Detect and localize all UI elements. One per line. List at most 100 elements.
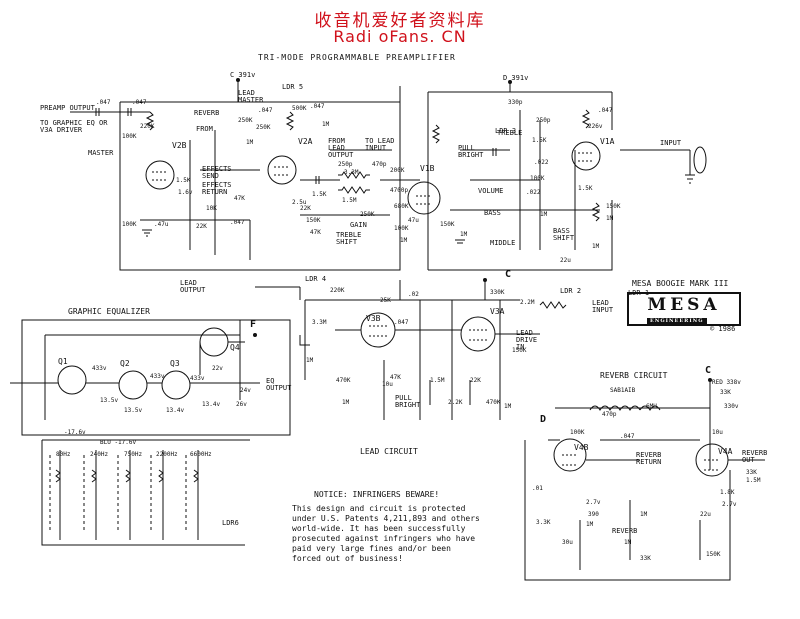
node-c-lead: C [505, 269, 512, 280]
eq-value: 433v [190, 375, 205, 382]
b-plus-rail-c [120, 80, 401, 103]
notice-line: forced out of business! [292, 554, 403, 563]
input-jack [660, 149, 695, 184]
bass-shift-label: BASS SHIFT [553, 227, 575, 242]
reverb-from-label: FROM [196, 125, 213, 133]
bass-pot-label: BASS [484, 209, 501, 217]
component-value: 1M [400, 237, 408, 244]
eq-value: BLU -17.6v [100, 439, 137, 446]
resistor [338, 186, 370, 194]
component-value: 1.5K [312, 191, 327, 198]
component-value: 2.2K [448, 399, 463, 406]
section-graphic-eq: GRAPHIC EQUALIZER [68, 307, 150, 316]
tube-v1a-envelope [571, 141, 601, 171]
eq-output-label: EQ OUTPUT [266, 377, 292, 392]
lead-b-plus [305, 280, 520, 301]
preamp-frame-left [119, 92, 429, 271]
transistor-q2-label: Q2 [120, 359, 130, 368]
component-value: 470K [486, 399, 501, 406]
component-value: 470p [602, 411, 617, 418]
eq-value: 13.5v [100, 397, 119, 404]
eq-value: 13.4v [166, 407, 185, 414]
component-value: 47K [234, 195, 245, 202]
component-value: .02 [408, 291, 419, 298]
component-value: 1.5K [578, 185, 593, 192]
node-dot [236, 78, 240, 82]
component-value: 330K [490, 289, 505, 296]
tube-v2a-envelope [267, 155, 297, 185]
preamp-output-sub-label: TO GRAPHIC EQ OR V3A DRIVER [40, 119, 108, 134]
eq-band-label: 240Hz [90, 451, 109, 458]
component-value: 33K [720, 389, 731, 396]
reverb-value: 6MH [646, 403, 657, 410]
component-value: 4700p [390, 187, 409, 194]
pull-bright-lead-label: PULL BRIGHT [395, 394, 421, 409]
component-value: 1.5M [430, 377, 445, 384]
eq-value: 22v [212, 365, 223, 372]
component-value: 1M [460, 231, 468, 238]
resistor [431, 124, 441, 144]
component-value: 220K [140, 123, 155, 130]
lead-output-line [255, 286, 301, 300]
notice-heading: NOTICE: INFRINGERS BEWARE! [314, 490, 440, 499]
eq-buffer [199, 341, 245, 375]
component-value: 100K [530, 175, 545, 182]
component-value: 250K [360, 211, 375, 218]
gain-pot-label: GAIN [350, 221, 367, 229]
lead-output-label: LEAD OUTPUT [180, 279, 206, 294]
component-value: 330v [724, 403, 739, 410]
transistor-q3-label: Q3 [170, 359, 180, 368]
notice-line: This design and circuit is protected [292, 504, 466, 513]
component-value: 250K [238, 117, 253, 124]
component-value: .047 [598, 107, 613, 114]
component-value: 226v [588, 123, 603, 130]
component-value: 150K [606, 203, 621, 210]
effects-send-label: EFFECTS SEND [202, 165, 232, 180]
ldr2-label: LDR 2 [560, 287, 582, 295]
tube-v1b-envelope [407, 181, 441, 215]
reverb-rail [555, 380, 711, 470]
component-value: 2.5u [292, 199, 307, 206]
node-f: F [250, 319, 257, 330]
tube-v2a-label: V2A [298, 137, 313, 146]
treble-shift-label: TREBLE SHIFT [336, 231, 362, 246]
component-value: .047 [310, 103, 325, 110]
component-value: 150K [706, 551, 721, 558]
eq-band-label: 2200Hz [156, 451, 178, 458]
component-value: 200K [390, 167, 405, 174]
volume-pot-label: VOLUME [478, 187, 504, 195]
component-value: .047 [96, 99, 111, 106]
ldr3-label: LDR 3 [495, 127, 517, 135]
reverb-wiring [524, 439, 765, 581]
component-value: 2.7v [586, 499, 601, 506]
reverb-value: 33K [746, 469, 757, 476]
notice-line: paid very large fines and/or been [292, 544, 451, 553]
ldr6-label: LDR6 [222, 519, 239, 527]
component-value: 47K [310, 229, 321, 236]
component-value: 680K [394, 203, 409, 210]
component-value: .047 [132, 99, 147, 106]
component-value: 1M [246, 139, 254, 146]
component-value: 100K [394, 225, 409, 232]
node-dot [508, 80, 512, 84]
node-d-reverb: D [540, 414, 547, 425]
reverb-return-label: REVERB RETURN [636, 451, 662, 466]
signal-line [200, 169, 540, 181]
lead-drive-in-label: LEAD DRIVE IN [516, 329, 538, 351]
component-value: 22K [300, 205, 311, 212]
eq-value: 433v [150, 373, 165, 380]
ldr4-label: LDR 4 [305, 275, 327, 283]
component-value: 47K [390, 374, 401, 381]
component-value: 3.3M [344, 169, 359, 176]
transistor-q1 [57, 365, 87, 395]
component-value: 22u [560, 257, 571, 264]
component-value: 1M [540, 211, 548, 218]
reverb-value: 2.7v [722, 501, 737, 508]
component-value: 1.6v [178, 189, 193, 196]
component-value: 10u [382, 381, 393, 388]
component-value: .047 [620, 433, 635, 440]
component-value: .022 [534, 159, 549, 166]
brand-caption: MESA BOOGIE MARK III [632, 279, 729, 288]
tube-v4b-label: V4B [574, 443, 589, 452]
reverb-value: 1.5M [746, 477, 761, 484]
